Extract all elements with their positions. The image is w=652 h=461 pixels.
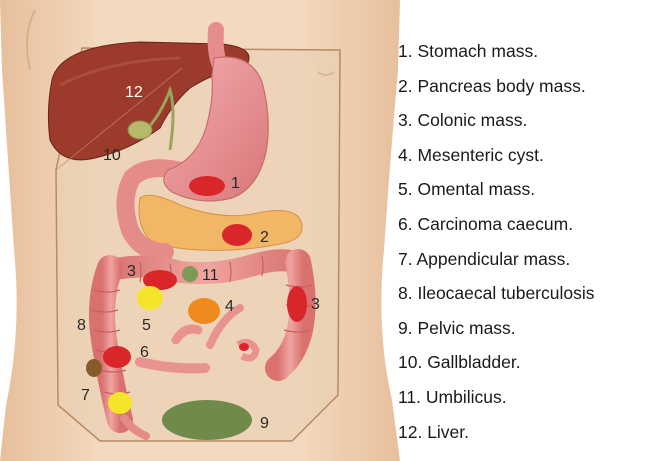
- mass-ileocaecal: [86, 359, 102, 377]
- mass-pancreas: [222, 224, 252, 246]
- legend-item-colonic-mass: 3. Colonic mass.: [398, 103, 652, 138]
- legend-item-gallbladder: 10. Gallbladder.: [398, 345, 652, 380]
- marker-5: 5: [142, 317, 151, 334]
- legend-item-stomach-mass: 1. Stomach mass.: [398, 34, 652, 69]
- umbilicus: [182, 266, 198, 282]
- legend-item-umbilicus: 11. Umbilicus.: [398, 380, 652, 415]
- mass-caecum: [103, 346, 131, 368]
- marker-12: 12: [125, 84, 143, 101]
- legend-item-mesenteric-cyst: 4. Mesenteric cyst.: [398, 138, 652, 173]
- legend-item-carcinoma-caecum: 6. Carcinoma caecum.: [398, 207, 652, 242]
- mass-appendicular: [108, 392, 132, 414]
- bowel-red-spot: [239, 343, 249, 351]
- marker-11: 11: [202, 267, 219, 284]
- mass-omental: [137, 286, 163, 310]
- marker-7: 7: [81, 387, 90, 404]
- legend-item-liver: 12. Liver.: [398, 415, 652, 450]
- legend-item-ileocaecal-tuberculosis: 8. Ileocaecal tuberculosis: [398, 276, 652, 311]
- mass-stomach: [189, 176, 225, 196]
- mass-pelvic: [162, 400, 252, 440]
- abdomen-diagram: 1 2 3 3 4 5 6 7 8 9 10 11 12: [0, 0, 400, 461]
- marker-3-descending: 3: [311, 296, 320, 313]
- marker-9: 9: [260, 415, 269, 432]
- legend-item-pancreas-body-mass: 2. Pancreas body mass.: [398, 69, 652, 104]
- marker-10: 10: [103, 147, 121, 164]
- mass-mesenteric-cyst: [188, 298, 220, 324]
- marker-8: 8: [77, 317, 86, 334]
- legend-item-omental-mass: 5. Omental mass.: [398, 172, 652, 207]
- legend-item-appendicular-mass: 7. Appendicular mass.: [398, 242, 652, 277]
- marker-6: 6: [140, 344, 149, 361]
- mass-colon-descending: [287, 286, 307, 322]
- legend-item-pelvic-mass: 9. Pelvic mass.: [398, 311, 652, 346]
- marker-3-transverse: 3: [127, 263, 136, 280]
- marker-4: 4: [225, 298, 234, 315]
- marker-2: 2: [260, 229, 269, 246]
- gallbladder: [128, 121, 152, 139]
- legend-list: 1. Stomach mass. 2. Pancreas body mass. …: [398, 34, 652, 449]
- marker-1: 1: [231, 175, 240, 192]
